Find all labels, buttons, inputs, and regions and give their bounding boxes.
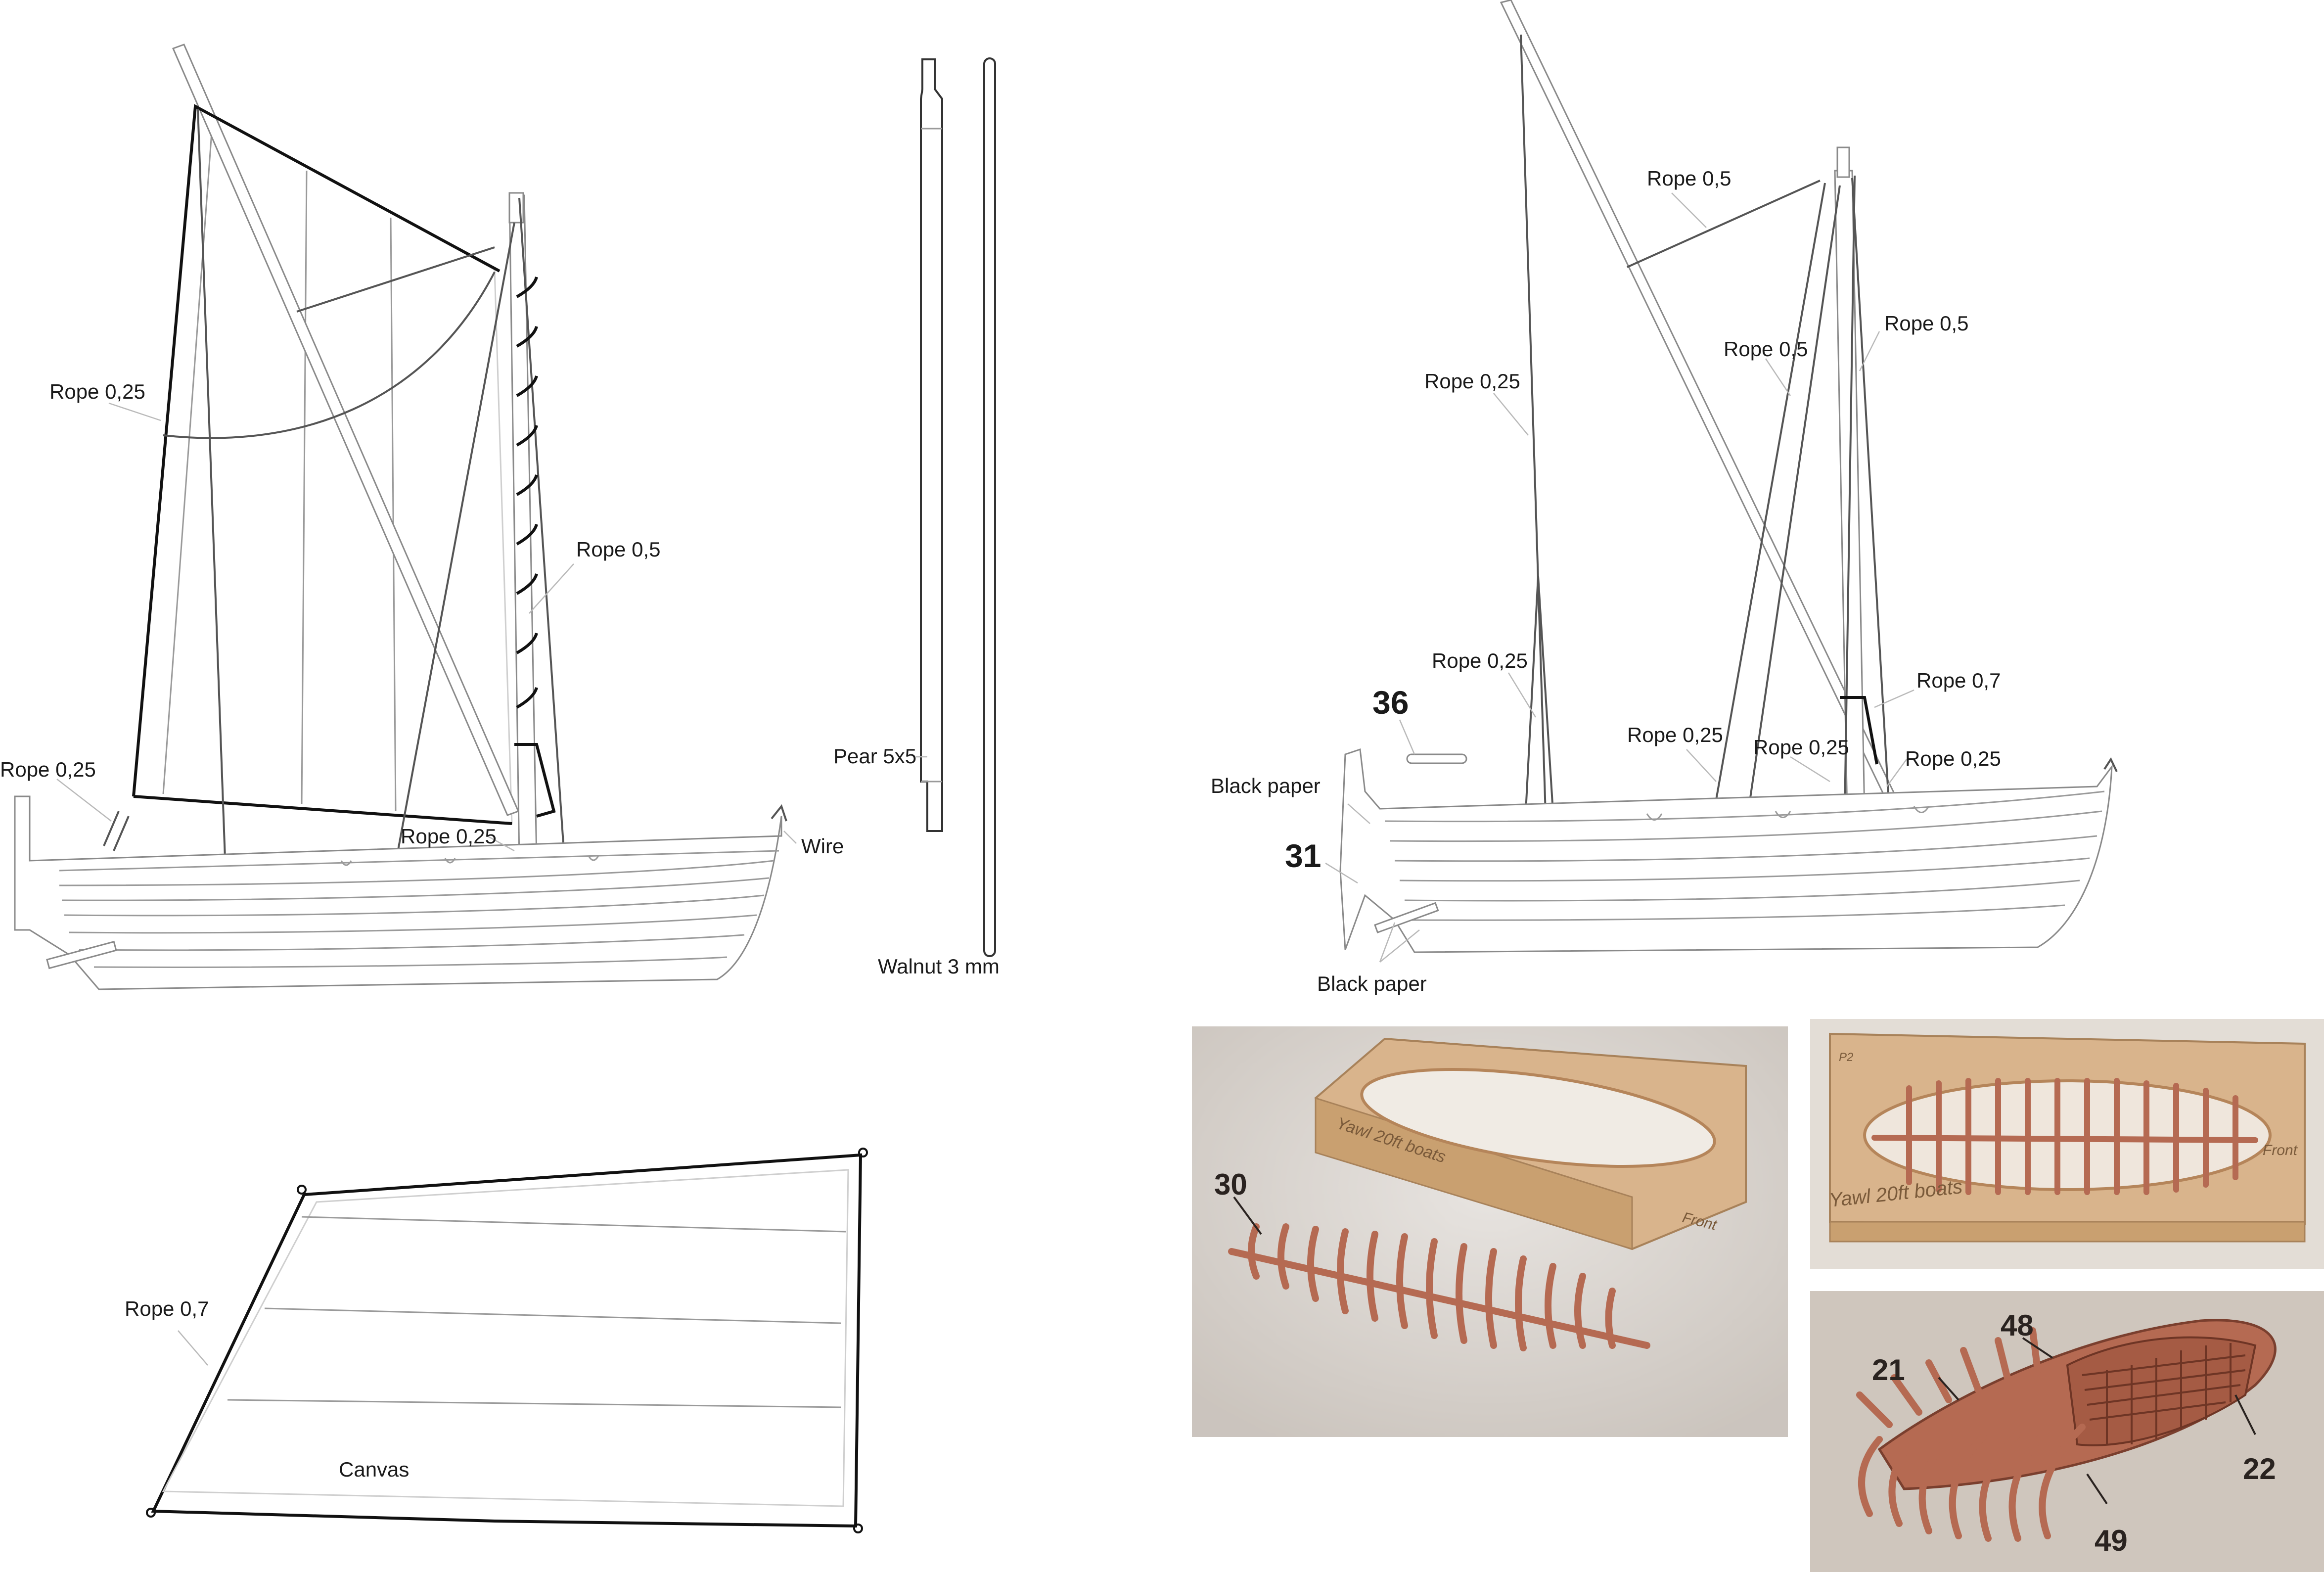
spars-drawing: Pear 5x5 Walnut 3 mm — [833, 57, 1000, 978]
label-right-rope-05-right: Rope 0,5 — [1884, 312, 1968, 335]
photo-jig-frame-30: Yawl 20ft boats Front 30 — [1192, 1026, 1788, 1437]
pear-spar — [920, 58, 943, 832]
label-right-rope-025-high: Rope 0,25 — [1424, 370, 1520, 393]
photo-jig-top: P2 Yawl 20ft boats Front — [1810, 1019, 2324, 1269]
label-pear: Pear 5x5 — [833, 744, 916, 768]
label-rope-025-top: Rope 0,25 — [49, 380, 145, 403]
right-boat-drawing: Rope 0,5 Rope 0,25 Rope 0,5 Rope 0,5 Rop… — [1211, 0, 2118, 995]
label-wire: Wire — [801, 834, 844, 858]
label-walnut: Walnut 3 mm — [878, 955, 1000, 978]
label-sail-rope: Rope 0,7 — [125, 1297, 209, 1320]
photo3-part-48: 48 — [2001, 1309, 2034, 1342]
label-right-rope-07: Rope 0,7 — [1916, 669, 2001, 692]
label-black-paper-bottom: Black paper — [1317, 972, 1427, 995]
label-right-rope-025-b: Rope 0,25 — [1753, 736, 1849, 759]
photo3-part-21: 21 — [1872, 1353, 1905, 1387]
label-rope-025-mid: Rope 0,25 — [401, 825, 497, 848]
photo-hull-assembly: 21 48 22 49 — [1810, 1291, 2324, 1572]
label-black-paper-top: Black paper — [1211, 774, 1321, 797]
label-right-rope-025-a: Rope 0,25 — [1627, 723, 1723, 746]
photo3-part-49: 49 — [2095, 1524, 2128, 1557]
label-rope-025-bow: Rope 0,25 — [0, 758, 96, 781]
photo1-part-30: 30 — [1214, 1168, 1247, 1201]
label-right-rope-025-low: Rope 0,25 — [1432, 649, 1528, 672]
photo3-part-22: 22 — [2243, 1452, 2276, 1485]
photo2-front-text: Front — [2263, 1142, 2298, 1158]
sail-outline — [151, 1153, 863, 1528]
part-number-36: 36 — [1372, 684, 1409, 721]
sail-drawing: Rope 0,7 Canvas — [125, 1148, 868, 1533]
label-rope-05: Rope 0,5 — [576, 538, 660, 561]
frame-skeleton-30 — [1228, 1223, 1650, 1351]
left-boat-drawing: Rope 0,25 Rope 0,5 Rope 0,25 Rope 0,25 W… — [0, 44, 844, 990]
mast-hoops — [516, 277, 538, 709]
walnut-spar — [983, 57, 996, 957]
label-right-rope-025-c: Rope 0,25 — [1905, 747, 2001, 770]
photo2-code: P2 — [1839, 1051, 1853, 1064]
label-canvas: Canvas — [339, 1458, 409, 1481]
left-sail — [133, 105, 513, 825]
label-right-rope-05-left: Rope 0,5 — [1724, 337, 1808, 361]
left-hull — [14, 795, 787, 990]
label-right-rope-05-top: Rope 0,5 — [1647, 167, 1731, 190]
left-mast — [508, 194, 538, 862]
right-hull — [1339, 748, 2118, 953]
part-number-31: 31 — [1285, 837, 1321, 874]
